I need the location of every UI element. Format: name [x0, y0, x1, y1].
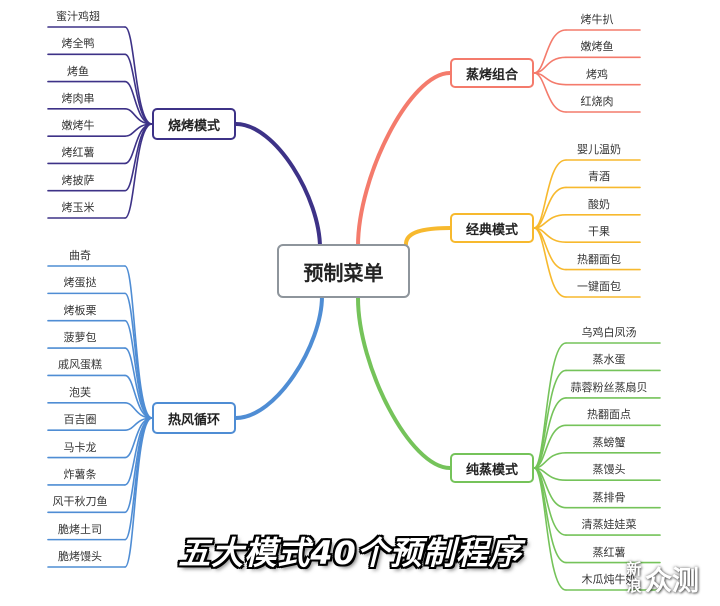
leaf-hotair: 烤板栗 — [63, 303, 97, 317]
leaf-steam: 乌鸡白凤汤 — [581, 326, 637, 339]
leaf-hotair: 脆烤馒头 — [58, 550, 102, 563]
branch-connector-hotair — [234, 294, 324, 420]
leaf-bake: 烤玉米 — [61, 201, 95, 214]
leaf-bake: 烤红薯 — [61, 146, 95, 160]
leaf-hotair: 泡芙 — [69, 385, 91, 399]
branch-node-hotair: 热风循环 — [152, 402, 236, 434]
leaf-hotair: 烤蛋挞 — [63, 276, 97, 290]
leaf-steam: 蒸排骨 — [592, 490, 626, 504]
leaf-hotair: 戚风蛋糕 — [58, 358, 102, 372]
leaf-connector — [533, 159, 567, 229]
leaf-connector — [124, 80, 153, 125]
leaf-classic: 青酒 — [588, 170, 610, 184]
leaf-steam: 木瓜炖牛奶 — [581, 573, 637, 586]
watermark-logo: 新 浪 众测 — [626, 560, 699, 597]
leaf-connector — [533, 467, 567, 591]
leaf-connector — [124, 319, 153, 419]
leaf-connector — [124, 292, 153, 419]
leaf-bake: 嫩烤牛 — [61, 119, 95, 133]
leaf-steambake: 嫩烤鱼 — [580, 40, 614, 54]
leaf-steam: 蒜蓉粉丝蒸扇贝 — [570, 380, 648, 394]
leaf-classic: 一键面包 — [577, 280, 621, 293]
leaf-hotair: 炸薯条 — [63, 467, 97, 481]
leaf-hotair: 曲奇 — [69, 249, 91, 262]
leaf-steambake: 红烧肉 — [580, 95, 614, 108]
branch-connector-steam — [356, 296, 452, 470]
leaf-connector — [533, 227, 567, 298]
branch-node-steambake: 蒸烤组合 — [450, 58, 534, 88]
leaf-bake: 烤全鸭 — [61, 37, 95, 51]
leaf-classic: 干果 — [588, 225, 610, 239]
leaf-steam: 蒸螃蟹 — [592, 435, 626, 449]
leaf-connector — [124, 123, 153, 219]
leaf-hotair: 马卡龙 — [63, 440, 97, 454]
leaf-hotair: 脆烤土司 — [58, 522, 102, 536]
leaf-connector — [124, 26, 153, 125]
leaf-steam: 热翻面点 — [587, 408, 631, 422]
branch-connector-classic — [404, 226, 452, 246]
leaf-classic: 酸奶 — [588, 197, 610, 211]
leaf-classic: 婴儿温奶 — [577, 143, 621, 156]
leaf-steam: 清蒸娃娃菜 — [581, 518, 637, 532]
leaf-bake: 蜜汁鸡翅 — [56, 10, 100, 23]
leaf-connector — [533, 72, 567, 113]
caption-overlay: 五大模式40个预制程序 — [178, 534, 522, 572]
branch-connector-steambake — [356, 71, 452, 248]
leaf-classic: 热翻面包 — [577, 252, 621, 266]
leaf-bake: 烤披萨 — [61, 173, 95, 187]
branch-node-classic: 经典模式 — [450, 213, 534, 243]
leaf-connector — [533, 29, 567, 74]
leaf-connector — [124, 417, 153, 568]
leaf-steam: 蒸红薯 — [592, 545, 626, 559]
branch-node-steam: 纯蒸模式 — [450, 453, 534, 483]
branch-node-bake: 烧烤模式 — [152, 108, 236, 140]
leaf-steam: 蒸水蛋 — [592, 353, 626, 367]
center-node: 预制菜单 — [277, 244, 410, 298]
leaf-connector — [124, 374, 153, 419]
leaf-hotair: 菠萝包 — [63, 331, 97, 345]
leaf-steambake: 烤牛扒 — [580, 13, 614, 26]
branch-connector-bake — [234, 122, 322, 250]
leaf-hotair: 百吉圈 — [63, 413, 97, 427]
leaf-bake: 烤鱼 — [67, 64, 89, 78]
leaf-hotair: 风干秋刀鱼 — [52, 495, 108, 509]
leaf-bake: 烤肉串 — [61, 91, 95, 105]
leaf-steambake: 烤鸡 — [586, 67, 608, 81]
leaf-steam: 蒸馒头 — [592, 463, 626, 477]
